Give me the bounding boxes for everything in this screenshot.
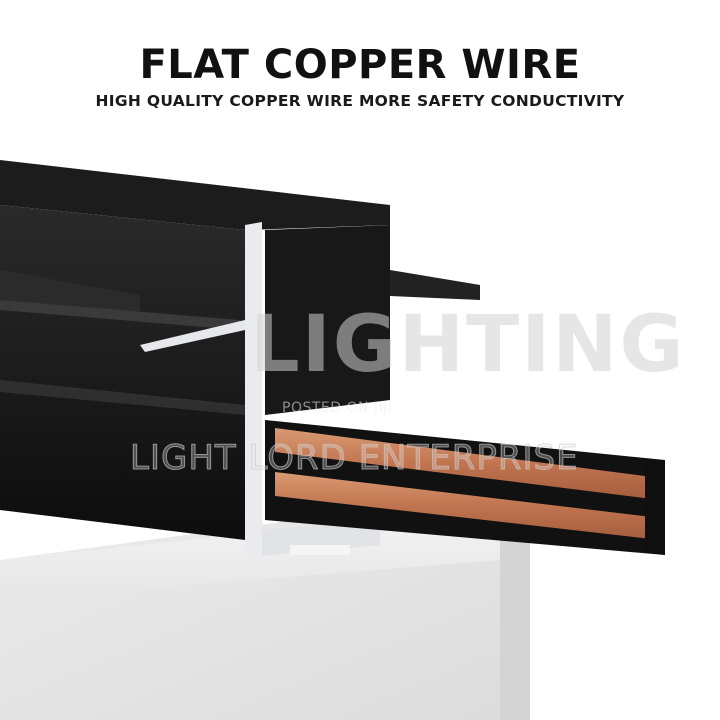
headline: FLAT COPPER WIRE — [139, 42, 581, 88]
watermark-brand: LIGHT LORD ENTERPRISE — [130, 438, 579, 479]
aluminum-frame — [140, 222, 380, 556]
flat-copper-wire — [265, 420, 665, 555]
watermark-posted: POSTED ON JIJI — [282, 400, 393, 416]
watermark-big: LIGHTING — [250, 300, 686, 390]
black-rail-profile — [0, 160, 480, 540]
subheadline: HIGH QUALITY COPPER WIRE MORE SAFETY CON… — [95, 92, 625, 110]
